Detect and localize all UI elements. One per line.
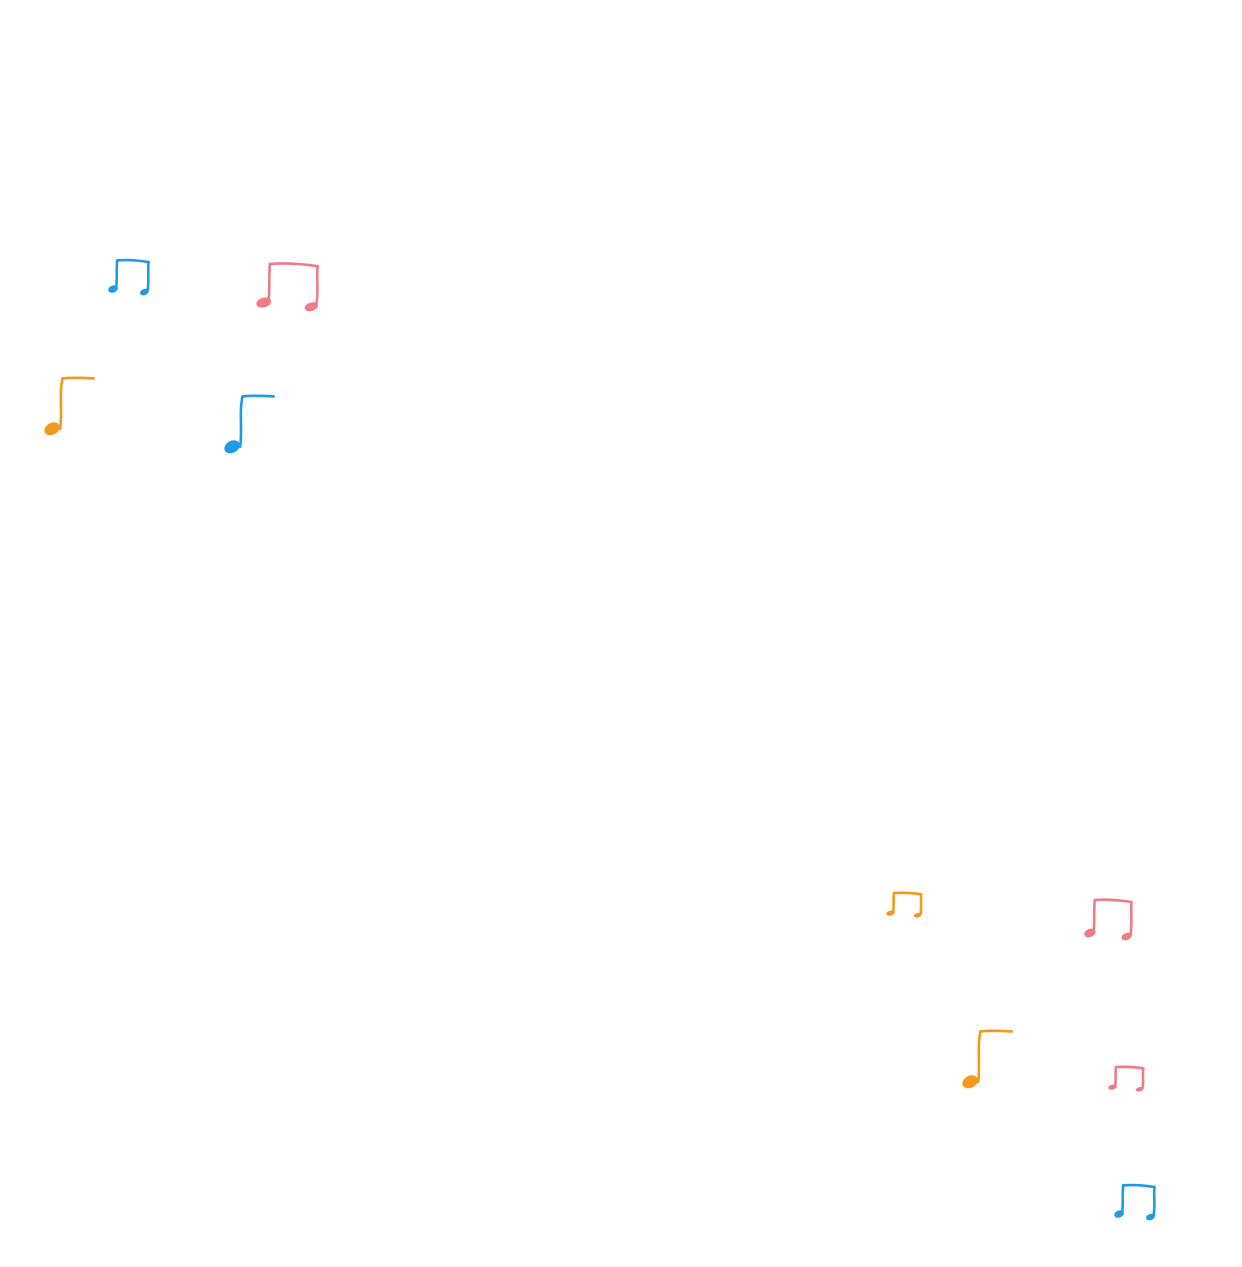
beamed-eighth-notes-icon xyxy=(1114,1181,1160,1221)
beamed-eighth-notes-icon xyxy=(1084,895,1138,941)
eighth-note-icon xyxy=(962,1029,1014,1089)
eighth-note-icon xyxy=(44,376,96,436)
beamed-eighth-notes-icon xyxy=(108,256,154,296)
beamed-eighth-notes-icon xyxy=(256,258,326,312)
beamed-eighth-notes-icon xyxy=(1108,1064,1148,1092)
beamed-eighth-notes-icon xyxy=(886,890,926,918)
eighth-note-icon xyxy=(224,394,276,454)
